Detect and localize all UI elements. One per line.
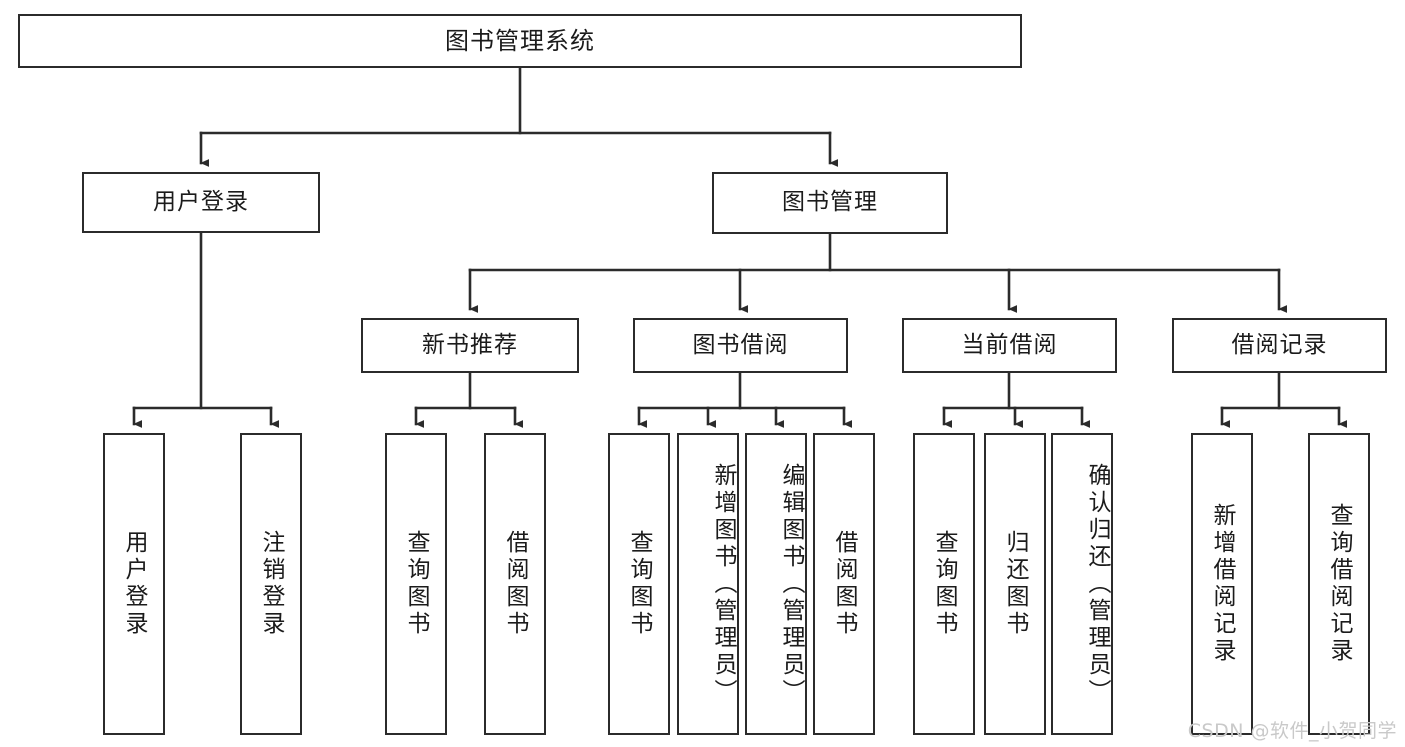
leaf-add-borrow-record[interactable]: 新增借阅记录 [1191, 433, 1253, 735]
leaf-user-login[interactable]: 用户登录 [103, 433, 165, 735]
node-borrow-records[interactable]: 借阅记录 [1172, 318, 1387, 373]
node-book-borrow[interactable]: 图书借阅 [633, 318, 848, 373]
leaf-query-books-newbooks[interactable]: 查询图书 [385, 433, 447, 735]
leaf-query-books-current[interactable]: 查询图书 [913, 433, 975, 735]
leaf-borrow-books-newbooks[interactable]: 借阅图书 [484, 433, 546, 735]
leaf-add-book-admin[interactable]: 新增图书（管理员） [677, 433, 739, 735]
leaf-confirm-return-admin[interactable]: 确认归还（管理员） [1051, 433, 1113, 735]
node-root-system[interactable]: 图书管理系统 [18, 14, 1022, 68]
leaf-edit-book-admin[interactable]: 编辑图书（管理员） [745, 433, 807, 735]
node-book-management[interactable]: 图书管理 [712, 172, 948, 234]
node-current-borrow[interactable]: 当前借阅 [902, 318, 1117, 373]
leaf-return-books[interactable]: 归还图书 [984, 433, 1046, 735]
leaf-query-books-borrow[interactable]: 查询图书 [608, 433, 670, 735]
watermark-credit: CSDN @软件_小贺同学 [1187, 720, 1397, 742]
leaf-user-logout[interactable]: 注销登录 [240, 433, 302, 735]
node-user-login[interactable]: 用户登录 [82, 172, 320, 233]
leaf-query-borrow-record[interactable]: 查询借阅记录 [1308, 433, 1370, 735]
leaf-borrow-books[interactable]: 借阅图书 [813, 433, 875, 735]
node-new-book-recommend[interactable]: 新书推荐 [361, 318, 579, 373]
